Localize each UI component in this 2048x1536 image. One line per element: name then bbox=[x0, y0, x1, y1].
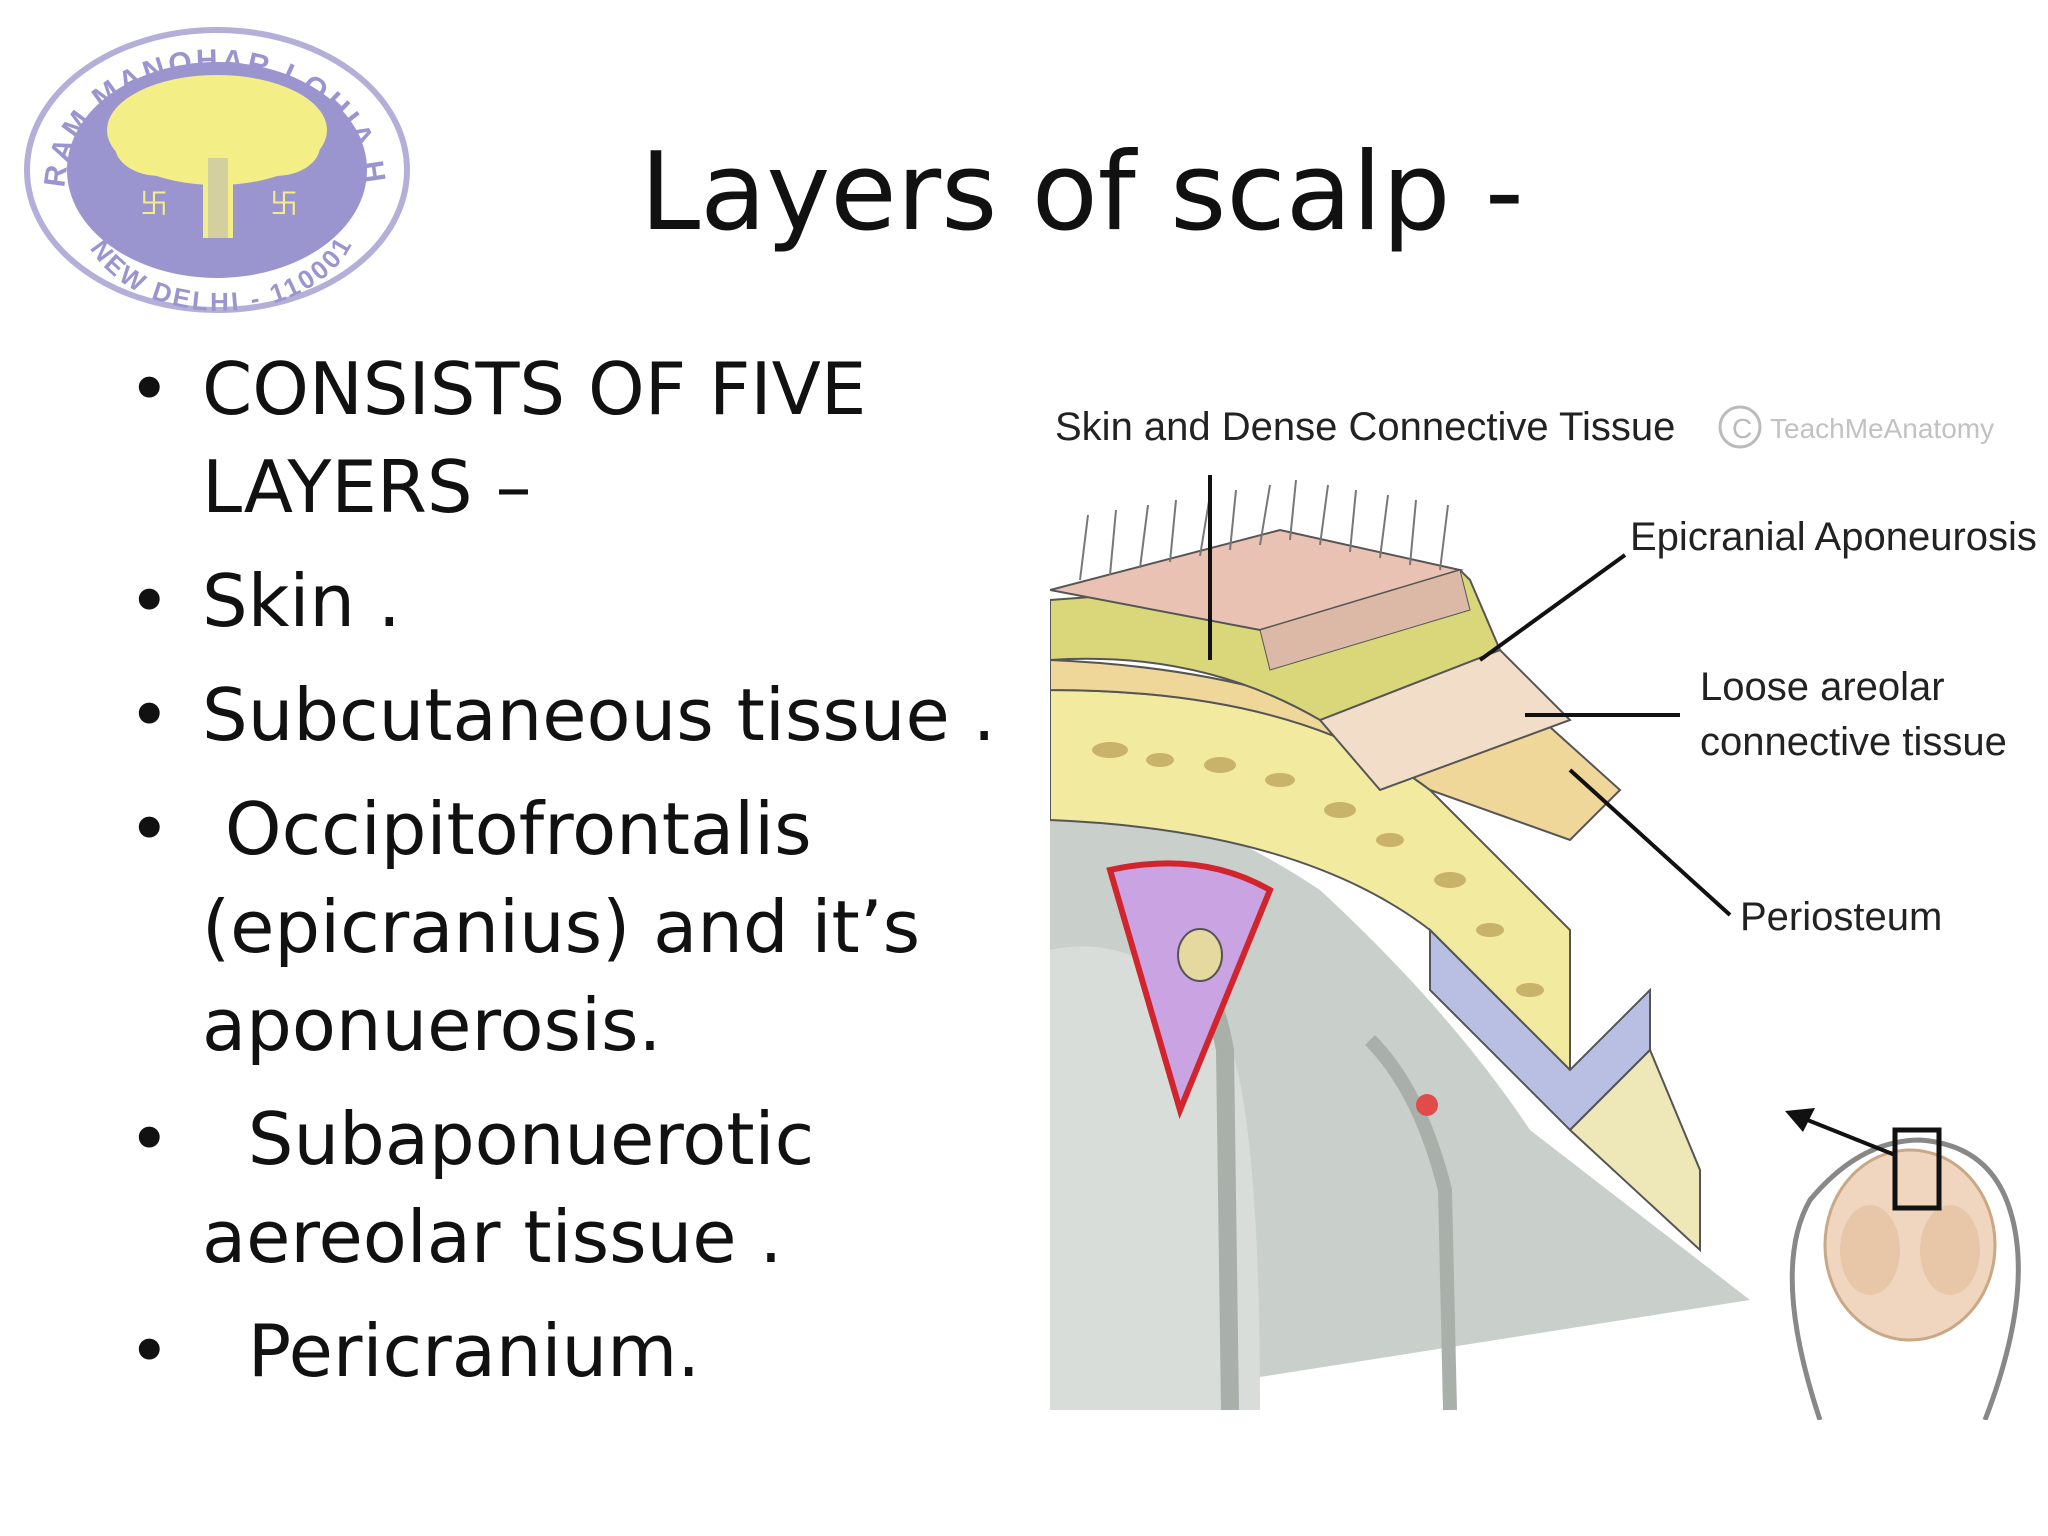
bullet-list: • CONSISTS OF FIVE LAYERS – • Skin . • Subc… bbox=[120, 340, 1040, 1416]
bullet-text: Skin . bbox=[202, 559, 401, 643]
arrow-head-icon bbox=[1785, 1108, 1815, 1132]
bullet-text: Subcutaneous tissue . bbox=[202, 673, 996, 757]
bullet-text: Pericranium. bbox=[202, 1309, 701, 1393]
hospital-logo: 卐 卐 RAM MANOHAR LOHIA HOSPITAL NEW DELHI… bbox=[7, 0, 415, 318]
label-aponeurosis: Epicranial Aponeurosis bbox=[1630, 515, 2037, 559]
slide-title: Layers of scalp - bbox=[640, 130, 1524, 255]
scalp-diagram: Skin and Dense Connective Tissue Epicran… bbox=[1049, 405, 2037, 1421]
head-inset bbox=[1785, 1108, 2021, 1421]
bullet-item: • Skin . bbox=[120, 552, 1040, 650]
bullet-dot-icon: • bbox=[128, 347, 171, 431]
bullet-text: Occipitofrontalis (epicranius) and it’s … bbox=[202, 787, 944, 1067]
bullet-dot-icon: • bbox=[128, 787, 171, 871]
bullet-dot-icon: • bbox=[128, 673, 171, 757]
bullet-item: • Occipitofrontalis (epicranius) and it’… bbox=[120, 780, 1040, 1074]
bullet-text: CONSISTS OF FIVE LAYERS – bbox=[202, 347, 890, 529]
label-loose-line2: connective tissue bbox=[1700, 720, 2007, 764]
copyright-icon bbox=[1718, 405, 1762, 449]
svg-text:卐: 卐 bbox=[270, 187, 298, 220]
bullet-item: • Subaponuerotic aereolar tissue . bbox=[120, 1090, 1040, 1286]
bullet-item: • Subcutaneous tissue . bbox=[120, 666, 1040, 764]
bullet-text: Subaponuerotic aereolar tissue . bbox=[202, 1097, 838, 1279]
sinus-shape bbox=[1106, 860, 1274, 1120]
bullet-dot-icon: • bbox=[128, 559, 171, 643]
inset-box bbox=[1892, 1127, 1942, 1211]
bullet-item: • CONSISTS OF FIVE LAYERS – bbox=[120, 340, 1040, 536]
bullet-dot-icon: • bbox=[128, 1309, 171, 1393]
label-loose-line1: Loose areolar bbox=[1700, 665, 1945, 709]
label-periosteum: Periosteum bbox=[1740, 895, 1942, 939]
scalp-layers-figure: Skin and Dense Connective Tissue Epicran… bbox=[1049, 370, 2040, 1421]
bullet-dot-icon: • bbox=[128, 1097, 171, 1181]
figure-credit: TeachMeAnatomy bbox=[1770, 413, 1994, 444]
hospital-seal-icon: 卐 卐 RAM MANOHAR LOHIA HOSPITAL NEW DELHI… bbox=[7, 0, 410, 317]
label-skin: Skin and Dense Connective Tissue bbox=[1055, 405, 1675, 449]
bullet-item: • Pericranium. bbox=[120, 1302, 1040, 1400]
loose-areolar-layer bbox=[1049, 658, 1622, 842]
svg-text:卐: 卐 bbox=[140, 187, 168, 220]
svg-text:C: C bbox=[1732, 413, 1752, 444]
